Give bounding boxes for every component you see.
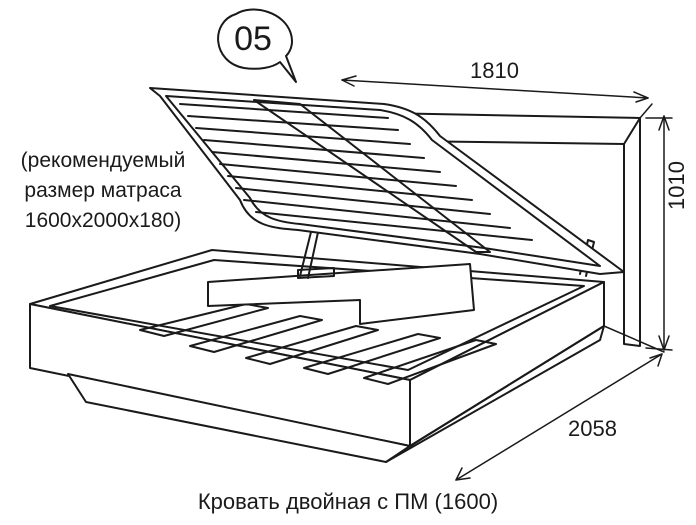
dimension-lines <box>341 75 673 481</box>
depth-dim-line <box>455 353 663 481</box>
drawing-number: 05 <box>234 19 272 58</box>
lifting-frame <box>149 87 625 275</box>
mattress-note-line3: 1600x2000x180) <box>24 209 182 232</box>
base-slats <box>139 263 497 385</box>
height-dimension: 1010 <box>664 161 689 210</box>
mattress-note: (рекомендуемый размер матраса 1600x2000x… <box>4 146 202 236</box>
depth-dimension: 2058 <box>568 416 617 441</box>
mattress-note-line2: размер матраса <box>24 179 182 202</box>
callout-bubble <box>217 8 297 83</box>
width-dim-line <box>341 79 649 99</box>
mattress-note-line1: (рекомендуемый <box>20 149 186 172</box>
product-caption: Кровать двойная с ПМ (1600) <box>197 489 499 514</box>
width-dimension: 1810 <box>470 58 519 83</box>
